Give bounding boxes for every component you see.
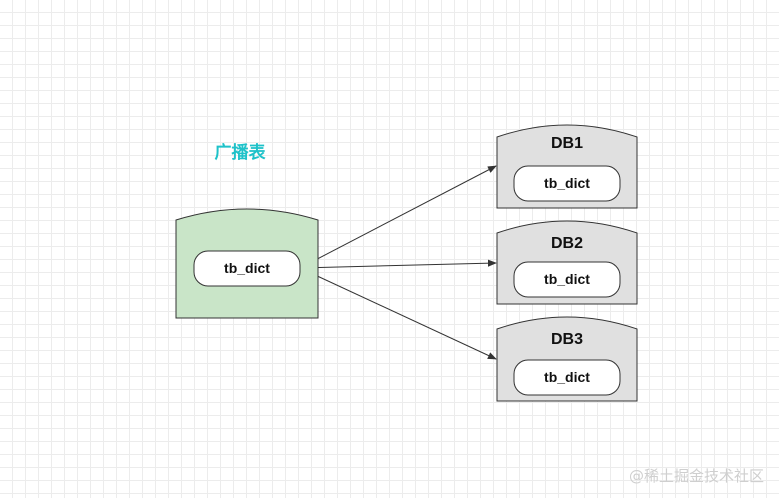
source-table-label: tb_dict <box>224 260 270 276</box>
connectors <box>299 165 497 360</box>
arrow-to-db2 <box>299 259 497 269</box>
db3-node[interactable]: DB3 tb_dict <box>496 316 638 402</box>
db2-label: DB2 <box>551 235 583 252</box>
db3-table-label: tb_dict <box>544 369 590 385</box>
db1-node[interactable]: DB1 tb_dict <box>496 124 638 209</box>
db2-table-pill[interactable] <box>513 261 621 298</box>
db1-table-label: tb_dict <box>544 175 590 191</box>
db2-table-label: tb_dict <box>544 271 590 287</box>
arrow-to-db3 <box>299 267 497 360</box>
arrow-to-db1 <box>299 165 497 269</box>
source-table-pill[interactable] <box>193 250 301 287</box>
broadcast-table-title: 广播表 <box>215 142 267 162</box>
db3-table-pill[interactable] <box>513 359 621 396</box>
source-node[interactable]: tb_dict <box>175 208 319 319</box>
db1-table-pill[interactable] <box>513 165 621 202</box>
db3-label: DB3 <box>551 331 583 348</box>
db2-node[interactable]: DB2 tb_dict <box>496 220 638 305</box>
watermark-text: @稀土掘金技术社区 <box>629 467 764 485</box>
db1-label: DB1 <box>551 135 583 152</box>
